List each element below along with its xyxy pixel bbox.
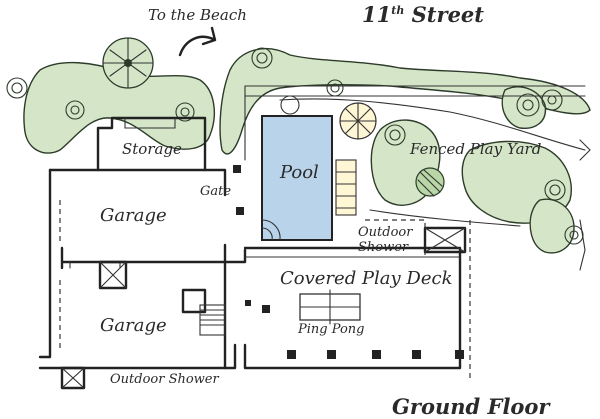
lounge-chairs <box>335 159 357 216</box>
ping-pong-label: Ping Pong <box>298 322 365 337</box>
house-walls <box>38 116 467 390</box>
pool <box>261 95 333 241</box>
street-number: 11 <box>362 2 392 27</box>
tree-top-left <box>102 37 154 89</box>
ping-pong-table <box>299 289 361 325</box>
right-gate <box>579 139 591 271</box>
deck-columns <box>245 300 464 359</box>
pool-label: Pool <box>280 162 319 183</box>
tree-hatched-yard <box>415 167 445 197</box>
to-beach-label: To the Beach <box>148 6 247 24</box>
yard-path-lower <box>369 209 521 227</box>
beach-arrow <box>178 26 217 57</box>
street-suffix: th <box>391 4 405 17</box>
storage-label: Storage <box>122 140 182 158</box>
yard-path <box>279 98 586 151</box>
ground-floor-title: Ground Floor <box>392 394 550 419</box>
outdoor-shower-right-label: Outdoor Shower <box>358 225 413 255</box>
covered-play-deck-label: Covered Play Deck <box>280 268 453 289</box>
garage-upper-label: Garage <box>100 205 167 226</box>
property-line-street <box>244 85 586 161</box>
fenced-play-yard-label: Fenced Play Yard <box>410 140 542 158</box>
outdoor-shower-bottom-label: Outdoor Shower <box>110 372 219 387</box>
street-label: 11th Street <box>362 2 484 27</box>
gate-label: Gate <box>200 184 232 199</box>
garage-lower-label: Garage <box>100 315 167 336</box>
patio-table <box>339 102 377 140</box>
street-word: Street <box>411 2 484 27</box>
